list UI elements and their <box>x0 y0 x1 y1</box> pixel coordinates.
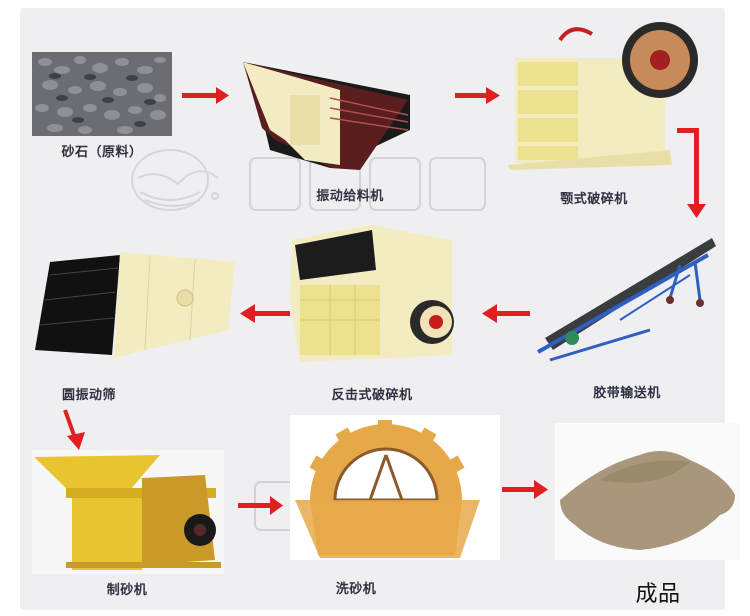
arrow-left-5 <box>240 304 290 323</box>
jaw-crusher-image <box>508 22 698 170</box>
watermark-text <box>249 157 486 211</box>
arrow-down-6 <box>63 409 85 450</box>
sand-maker-image <box>32 450 224 574</box>
label-circular-vibrating-screen: 圆振动筛 <box>61 388 117 403</box>
sand-pile-image <box>555 423 740 560</box>
label-impact-crusher: 反击式破碎机 <box>331 388 413 403</box>
arrow-right-7 <box>238 496 283 515</box>
arrow-right-1 <box>182 87 229 104</box>
sand-washer-image <box>290 415 500 560</box>
arrow-right-8 <box>502 480 548 499</box>
label-sand-maker: 制砂机 <box>106 583 148 598</box>
yuantong-logo-icon <box>131 149 219 211</box>
gravel-image <box>32 52 172 136</box>
label-finished-product: 成品 <box>635 582 681 607</box>
label-vibrating-feeder: 振动给料机 <box>316 189 384 204</box>
label-belt-conveyor: 胶带输送机 <box>593 386 661 401</box>
label-jaw-crusher: 颚式破碎机 <box>560 192 628 207</box>
arrow-right-2 <box>455 87 500 104</box>
vibrating-screen-image <box>35 252 235 358</box>
arrow-left-4 <box>482 304 530 323</box>
impact-crusher-image <box>290 225 454 362</box>
vibrating-feeder-image <box>243 62 410 170</box>
belt-conveyor-image <box>537 238 716 362</box>
arrow-down-3 <box>677 128 706 218</box>
label-sand-washer: 洗砂机 <box>335 582 377 597</box>
label-raw-gravel: 砂石（原料） <box>61 145 143 160</box>
